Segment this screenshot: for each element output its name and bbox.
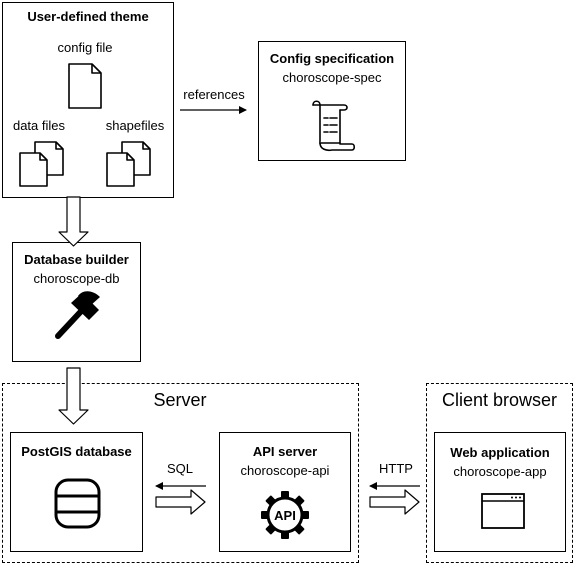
data-files-icon bbox=[19, 141, 64, 187]
server-label: Server bbox=[153, 390, 207, 410]
webapp-subtitle: choroscope-app bbox=[453, 464, 547, 479]
shapefiles-icon bbox=[106, 141, 151, 187]
shapefiles-label: shapefiles bbox=[105, 118, 165, 133]
client-browser-group bbox=[426, 383, 573, 563]
server-group bbox=[2, 383, 359, 563]
browser-window-icon bbox=[481, 493, 525, 529]
http-response-arrow bbox=[369, 489, 420, 515]
builder-to-postgis-arrow bbox=[58, 367, 89, 425]
webapp-title: Web application bbox=[450, 445, 550, 460]
hammer-icon bbox=[55, 291, 100, 339]
theme-title: User-defined theme bbox=[27, 9, 149, 24]
spec-subtitle: choroscope-spec bbox=[282, 70, 382, 85]
sql-label: SQL bbox=[166, 461, 193, 476]
db-builder-subtitle: choroscope-db bbox=[33, 271, 120, 286]
database-icon bbox=[54, 478, 101, 529]
data-files-label: data files bbox=[12, 118, 66, 133]
api-subtitle: choroscope-api bbox=[240, 463, 330, 478]
api-icon-text: API bbox=[274, 508, 296, 523]
api-title: API server bbox=[252, 444, 318, 459]
config-file-label: config file bbox=[57, 40, 113, 55]
postgis-title: PostGIS database bbox=[21, 444, 132, 459]
database-builder-box bbox=[12, 242, 141, 362]
references-label: references bbox=[183, 87, 245, 102]
theme-to-builder-arrow bbox=[58, 196, 89, 247]
api-gear-icon: API bbox=[261, 491, 309, 539]
spec-title: Config specification bbox=[269, 51, 395, 66]
scroll-icon bbox=[312, 100, 356, 152]
client-browser-label: Client browser bbox=[441, 390, 558, 410]
http-label: HTTP bbox=[379, 461, 413, 476]
sql-response-arrow bbox=[155, 489, 206, 515]
config-file-icon bbox=[68, 63, 102, 109]
web-application-box bbox=[434, 432, 566, 552]
db-builder-title: Database builder bbox=[24, 252, 129, 267]
